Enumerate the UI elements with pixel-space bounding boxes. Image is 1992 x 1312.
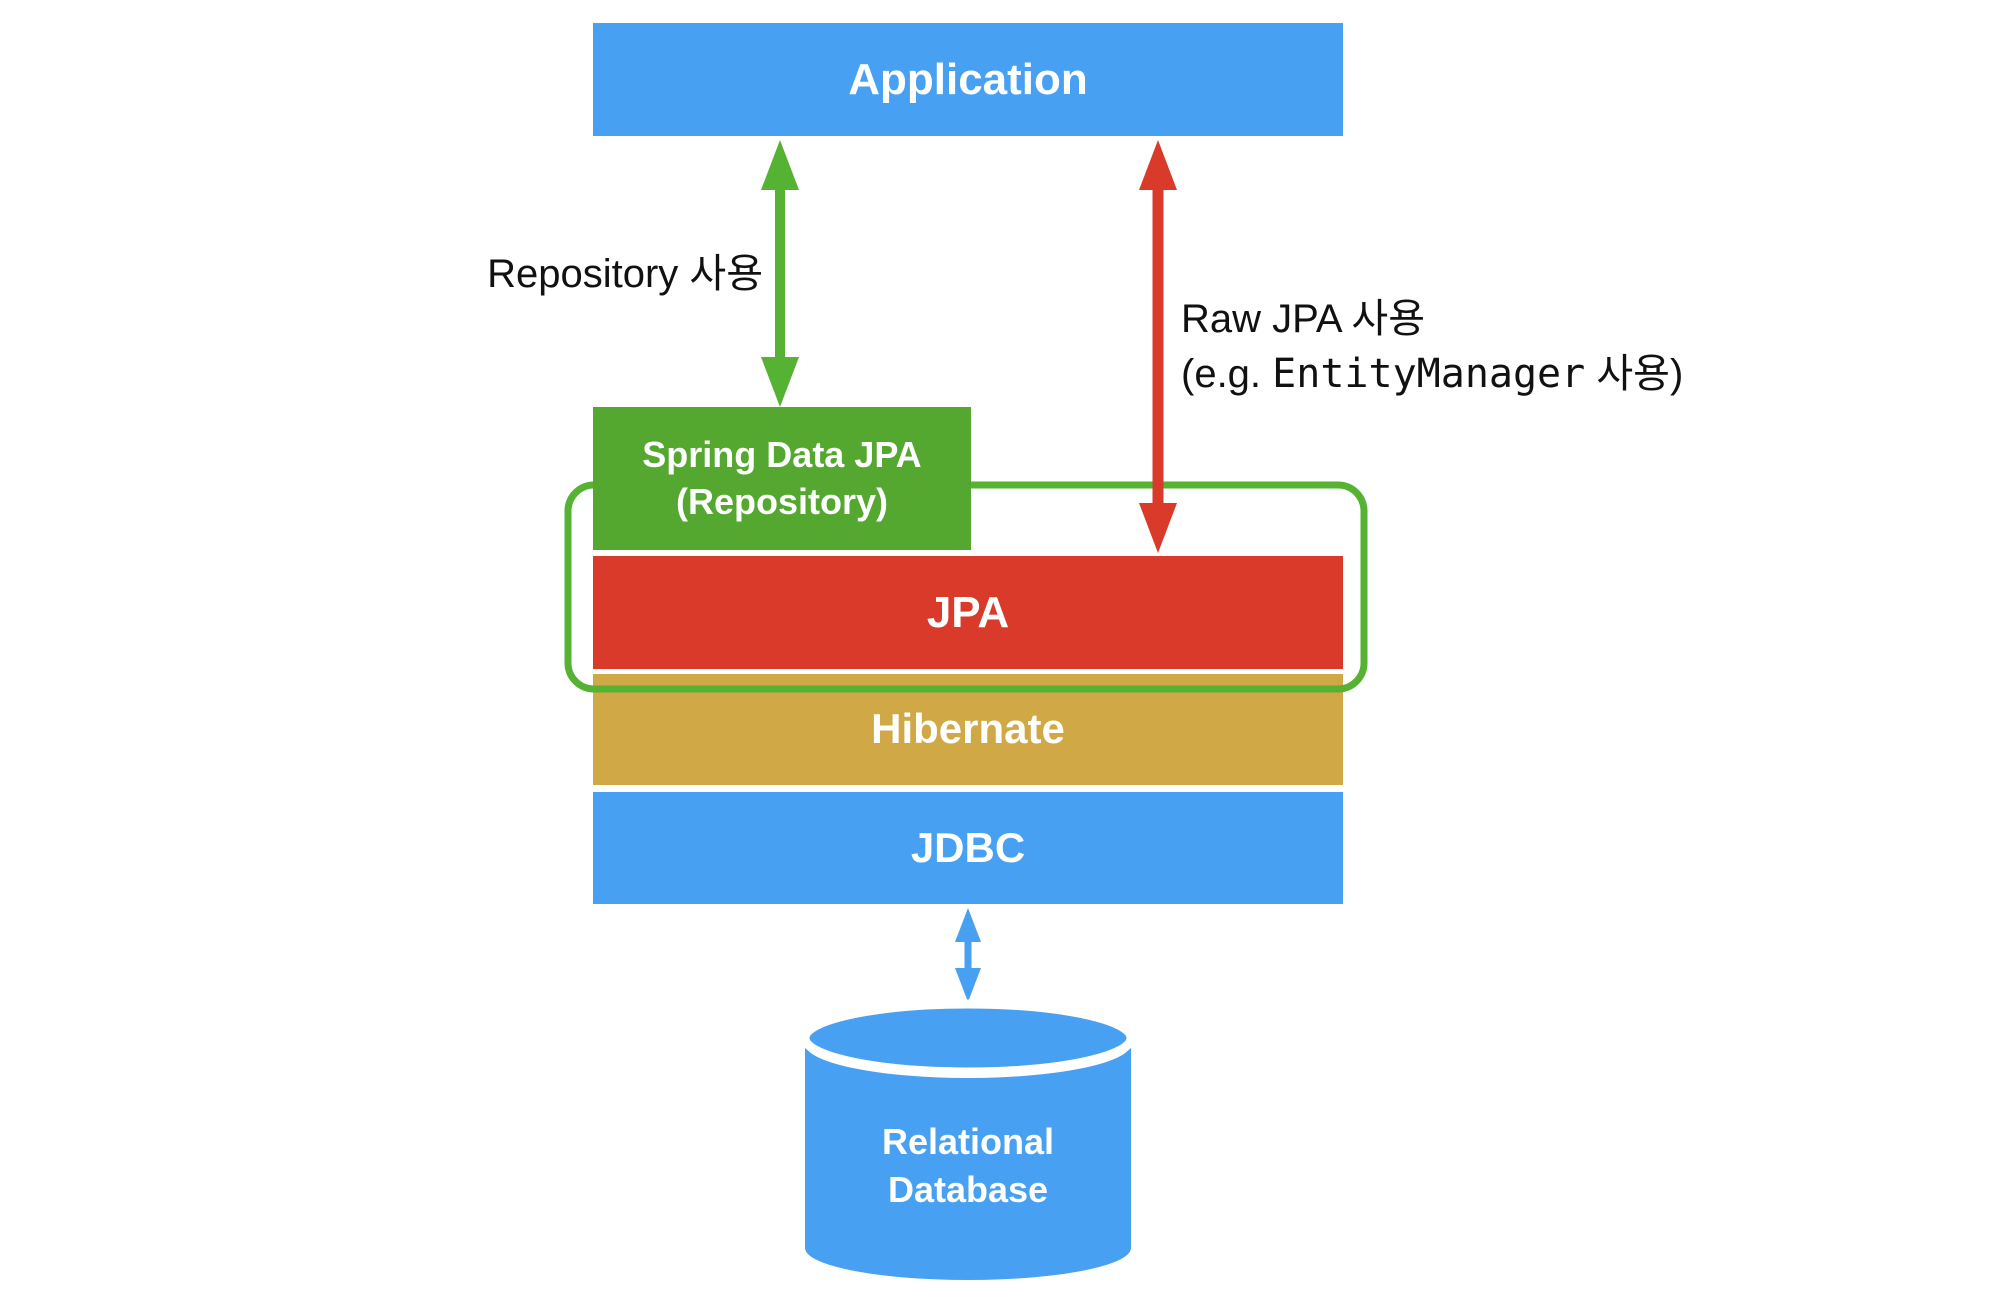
database-label-line2: Database: [887, 1169, 1049, 1210]
jpa-box: JPA: [593, 556, 1343, 669]
hibernate-box: Hibernate: [593, 674, 1343, 785]
raw-jpa-usage-arrow: [1139, 140, 1177, 553]
database-label: Relational Database: [805, 1118, 1131, 1214]
raw-jpa-usage-label: Raw JPA 사용 (e.g. EntityManager 사용): [1181, 292, 1683, 402]
arrow-down-head-icon: [955, 968, 981, 1002]
arrow-up-head-icon: [955, 908, 981, 942]
hibernate-label: Hibernate: [871, 705, 1065, 753]
raw-jpa-usage-line2: (e.g. EntityManager 사용): [1181, 347, 1683, 402]
application-box: Application: [593, 23, 1343, 136]
application-label: Application: [848, 54, 1088, 104]
jdbc-label: JDBC: [910, 823, 1026, 871]
arrow-down-head-icon: [1139, 503, 1177, 553]
arrow-up-head-icon: [761, 140, 799, 190]
jdbc-database-arrow: [955, 908, 981, 1002]
raw-jpa-detail-code: EntityManager: [1272, 351, 1586, 397]
raw-jpa-detail-prefix: (e.g.: [1181, 352, 1273, 396]
arrow-up-head-icon: [1139, 140, 1177, 190]
repository-usage-arrow: [761, 140, 799, 407]
repository-usage-label: Repository 사용: [487, 252, 763, 296]
database-cylinder-lid: [800, 999, 1136, 1077]
jpa-label: JPA: [926, 587, 1010, 637]
raw-jpa-detail-suffix: 사용): [1585, 352, 1684, 396]
spring-data-jpa-box: Spring Data JPA (Repository): [593, 407, 971, 550]
spring-data-jpa-label-line2: (Repository): [675, 480, 888, 522]
jdbc-box: JDBC: [593, 792, 1343, 904]
database-label-line1: Relational: [881, 1121, 1055, 1162]
spring-data-jpa-label-line1: Spring Data JPA: [642, 433, 922, 475]
raw-jpa-usage-line1: Raw JPA 사용: [1181, 297, 1426, 341]
arrow-down-head-icon: [761, 357, 799, 407]
